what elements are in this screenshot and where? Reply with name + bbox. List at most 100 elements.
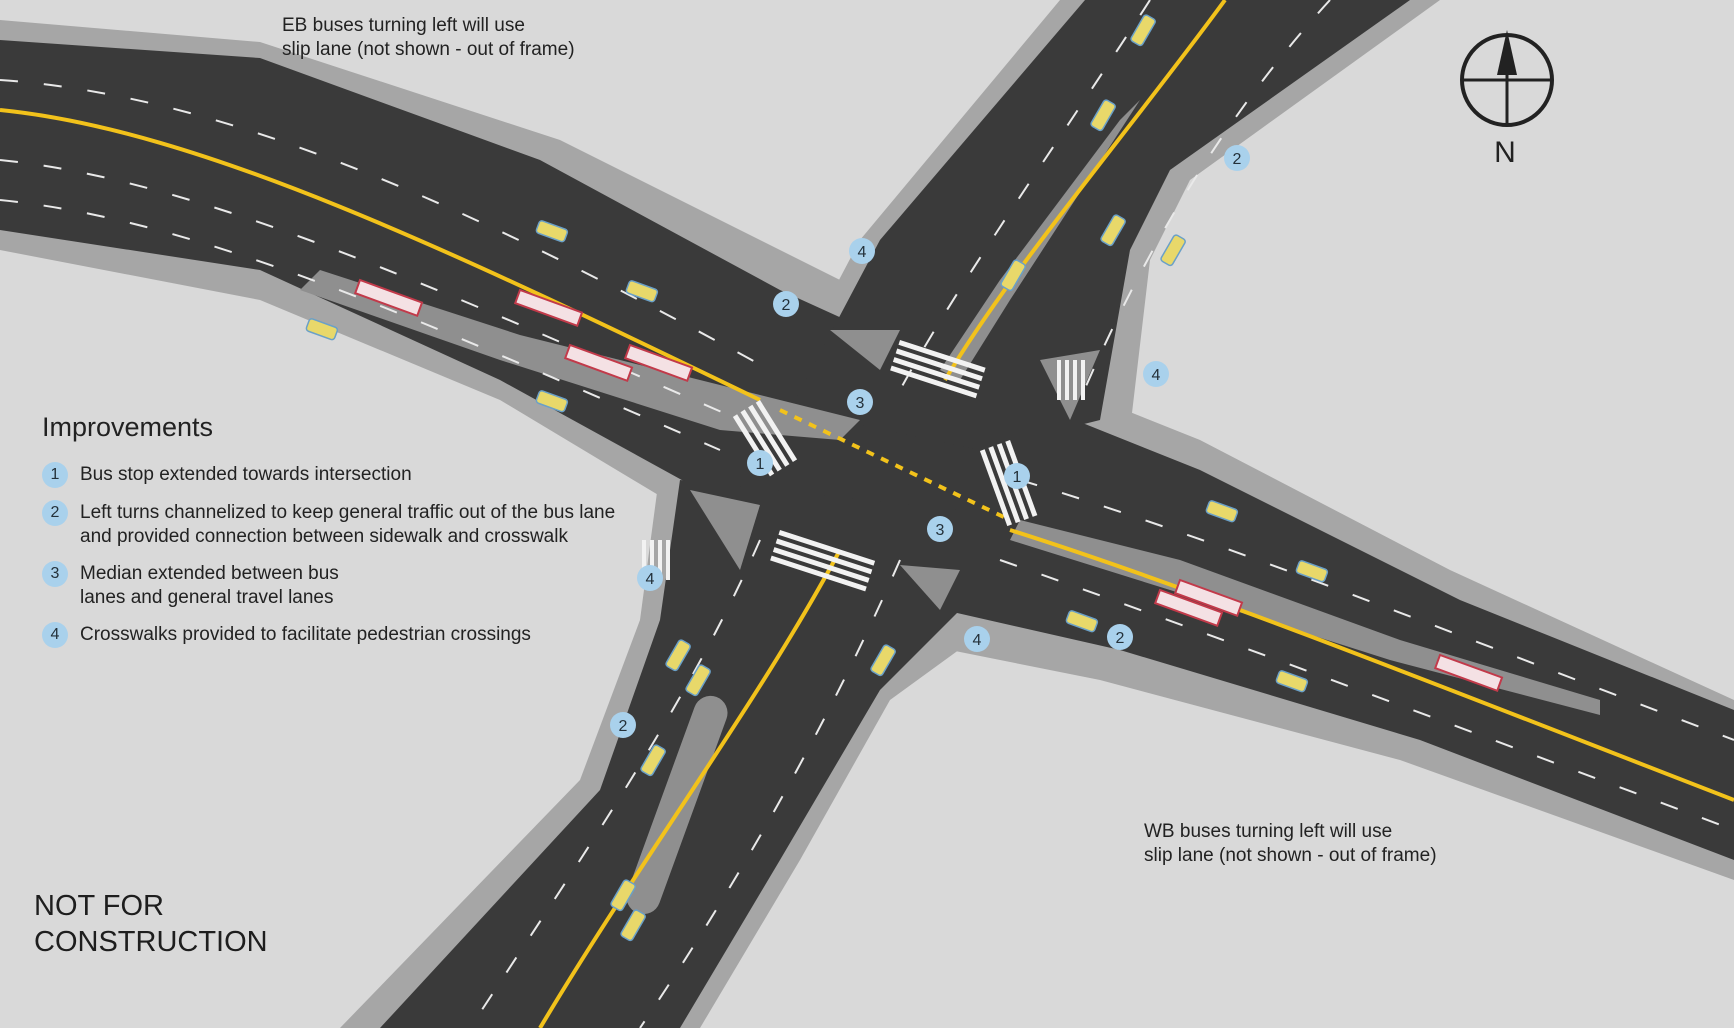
taxi xyxy=(1205,500,1239,523)
map-badge-label: 2 xyxy=(1233,151,1242,168)
crosswalks xyxy=(642,340,1085,592)
bus xyxy=(623,343,694,383)
bus xyxy=(353,278,424,318)
taxi xyxy=(1160,234,1186,267)
map-badge-2-north-right: 2 xyxy=(1224,145,1250,171)
yellow-line-south xyxy=(538,549,842,1028)
map-badge-2-south-right: 2 xyxy=(1107,624,1133,650)
map-badge-label: 2 xyxy=(782,297,791,314)
map-badge-2-south-left: 2 xyxy=(610,712,636,738)
yellow-dashed-crossing xyxy=(779,408,1011,522)
map-badge-label: 1 xyxy=(756,456,765,473)
lane-line-n1 xyxy=(899,0,1151,391)
map-badge-label: 4 xyxy=(1152,367,1161,384)
road-south-leg xyxy=(380,480,960,1028)
wb-bus-note-line: slip lane (not shown - out of frame) xyxy=(1144,845,1437,866)
map-badge-label: 3 xyxy=(936,522,945,539)
crosswalk-ne xyxy=(1057,360,1085,400)
taxi xyxy=(305,318,339,341)
crosswalk-north xyxy=(890,340,986,399)
map-badge-1-west: 1 xyxy=(747,450,773,476)
lane-line-w3 xyxy=(0,199,721,451)
lane-line-e2 xyxy=(999,559,1734,831)
yellow-line-west xyxy=(0,108,761,402)
taxi xyxy=(535,220,569,243)
taxi xyxy=(685,664,711,697)
taxi xyxy=(665,639,691,672)
eb-bus-note-line: slip lane (not shown - out of frame) xyxy=(282,39,575,60)
map-badge-2-north-left: 2 xyxy=(773,291,799,317)
north-arrow-icon xyxy=(1460,30,1554,127)
legend-item-text: Median extended between bus lanes and ge… xyxy=(80,563,339,608)
disclaimer-line: CONSTRUCTION xyxy=(34,926,268,958)
bus xyxy=(513,288,584,328)
map-badge-4-east: 4 xyxy=(1143,361,1169,387)
legend-item: 4 Crosswalks provided to facilitate pede… xyxy=(42,622,642,648)
taxi xyxy=(1000,259,1026,292)
vehicles xyxy=(305,14,1504,942)
map-badge-label: 4 xyxy=(646,571,655,588)
taxi xyxy=(640,744,666,777)
lane-line-s1 xyxy=(469,539,761,1028)
disclaimer-line: NOT FOR xyxy=(34,890,164,922)
median-south xyxy=(626,695,728,915)
lane-line-e1 xyxy=(1019,479,1734,741)
median-se-island xyxy=(900,565,960,610)
map-badge-label: 2 xyxy=(1116,630,1125,647)
bus xyxy=(1153,588,1224,628)
taxi xyxy=(1295,560,1329,583)
eb-bus-note: EB buses turning left will use slip lane… xyxy=(282,14,575,62)
legend-item-text: Crosswalks provided to facilitate pedest… xyxy=(80,624,531,645)
lane-line-w2 xyxy=(0,159,741,421)
map-badge-label: 4 xyxy=(973,632,982,649)
median-nw-island xyxy=(830,330,900,370)
taxi xyxy=(1130,14,1156,47)
taxi xyxy=(610,879,636,912)
wb-bus-note-line: WB buses turning left will use xyxy=(1144,821,1393,842)
not-for-construction-label: NOT FOR CONSTRUCTION xyxy=(34,888,334,960)
taxi xyxy=(625,280,659,303)
bus xyxy=(1433,653,1504,693)
taxi xyxy=(535,390,569,413)
legend-item: 2 Left turns channelized to keep general… xyxy=(42,500,642,549)
map-badge-4-south: 4 xyxy=(964,626,990,652)
lane-line-n2 xyxy=(1079,0,1331,401)
map-badge-label: 1 xyxy=(1013,469,1022,486)
map-badge-4-north: 4 xyxy=(849,238,875,264)
taxi xyxy=(620,909,646,942)
yellow-line-north xyxy=(943,0,1227,382)
median-sw-island xyxy=(690,490,760,570)
taxi xyxy=(1100,214,1126,247)
map-badge-4-west: 4 xyxy=(637,565,663,591)
legend-item-text: Bus stop extended towards intersection xyxy=(80,464,412,485)
map-badge-label: 2 xyxy=(619,718,628,735)
taxi xyxy=(1065,610,1099,633)
taxi xyxy=(1090,99,1116,132)
road-north-leg xyxy=(790,0,1410,450)
lane-line-w1 xyxy=(0,79,771,371)
north-label: N xyxy=(1494,136,1516,169)
map-badge-label: 3 xyxy=(856,395,865,412)
crosswalk-south xyxy=(770,530,876,592)
yellow-line-east xyxy=(1009,528,1734,802)
map-badge-1-east: 1 xyxy=(1004,463,1030,489)
legend-item: 3 Median extended between bus lanes and … xyxy=(42,561,642,610)
map-badge-3-east: 3 xyxy=(927,516,953,542)
legend-title: Improvements xyxy=(42,412,214,442)
taxi xyxy=(1275,670,1309,693)
eb-bus-note-line: EB buses turning left will use xyxy=(282,15,525,36)
lane-line-s2 xyxy=(639,559,901,1028)
taxi xyxy=(870,644,896,677)
map-badges: 1 1 2 2 2 2 3 3 4 4 4 4 xyxy=(610,145,1250,738)
legend-item-text: Left turns channelized to keep general t… xyxy=(80,502,616,547)
bus xyxy=(563,343,634,383)
legend-badge: 3 xyxy=(42,561,68,587)
legend-badge: 4 xyxy=(42,622,68,648)
wb-bus-note: WB buses turning left will use slip lane… xyxy=(1144,820,1437,868)
bus xyxy=(1173,578,1244,618)
legend-item: 1 Bus stop extended towards intersection xyxy=(42,462,642,488)
